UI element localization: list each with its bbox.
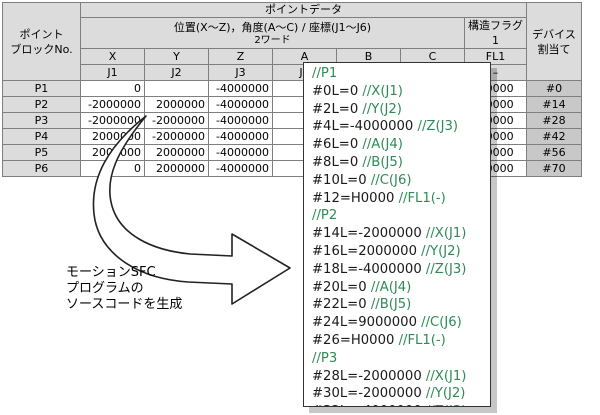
code-line: //P3 (312, 350, 490, 368)
code-statement: #16L=2000000 (312, 243, 422, 259)
code-line: #18L=-4000000 //Z(J3) (312, 261, 490, 279)
header-block-no: ポイントブロックNo. (2, 2, 81, 81)
code-comment: //X(J1) (425, 368, 467, 384)
row-label: P6 (2, 160, 81, 177)
code-comment: //FL1(-) (398, 332, 446, 348)
code-statement: #18L=-4000000 (312, 261, 426, 277)
code-comment: //Z(J3) (417, 119, 459, 135)
code-line: #14L=-2000000 //X(J1) (312, 225, 490, 243)
code-comment: //C(J6) (421, 315, 462, 331)
code-line: #32L=-4000000 //Z(J3) (312, 403, 490, 406)
code-comment: //Y(J2) (421, 243, 461, 259)
code-comment: //C(J6) (370, 172, 412, 188)
header-axis: C (400, 48, 465, 65)
code-statement: #12=H0000 (312, 190, 399, 206)
code-statement: //P1 (312, 66, 338, 81)
code-statement: #0L=0 (312, 83, 363, 99)
caption-line: プログラムの (66, 281, 144, 296)
code-line: #30L=-2000000 //Y(J2) (312, 385, 490, 403)
code-statement: //P2 (312, 208, 338, 224)
code-statement: #6L=0 (312, 137, 363, 153)
code-statement: #2L=0 (312, 101, 363, 117)
code-line: #6L=0 //A(J4) (312, 136, 490, 154)
code-comment: //X(J1) (425, 226, 467, 242)
code-line: //P2 (312, 207, 490, 225)
header-axis: X (80, 48, 145, 65)
code-comment: //Z(J3) (426, 404, 467, 406)
header-axis: J2 (144, 64, 209, 81)
code-comment: //A(J4) (362, 137, 403, 153)
cell-y: -2000000 (144, 112, 209, 129)
code-statement: #20L=0 (312, 279, 371, 295)
header-point-data: ポイントデータ (80, 2, 527, 18)
code-comment: //B(J5) (370, 297, 412, 313)
code-statement: //P3 (312, 350, 338, 366)
code-line: #12=H0000 //FL1(-) (312, 190, 490, 208)
code-line: #20L=0 //A(J4) (312, 279, 490, 297)
code-line: #10L=0 //C(J6) (312, 172, 490, 190)
code-statement: #8L=0 (312, 154, 363, 170)
code-statement: #10L=0 (312, 172, 371, 188)
cell-z: -4000000 (208, 80, 273, 97)
caption-line: ソースコードを生成 (66, 297, 183, 312)
code-comment: //Y(J2) (425, 386, 466, 402)
code-statement: #26=H0000 (312, 332, 399, 348)
cell-z: -4000000 (208, 128, 273, 145)
code-comment: //A(J4) (370, 279, 412, 295)
code-comment: //B(J5) (362, 154, 403, 170)
cell-device: #56 (526, 144, 582, 161)
code-statement: #32L=-4000000 (312, 404, 426, 406)
caption-line: モーションSFC (66, 265, 156, 280)
code-statement: #28L=-2000000 (312, 368, 426, 384)
row-label: P5 (2, 144, 81, 161)
code-line: #24L=9000000 //C(J6) (312, 314, 490, 332)
cell-z: -4000000 (208, 160, 273, 177)
code-statement: #30L=-2000000 (312, 386, 426, 402)
header-flag: FL1 (464, 48, 527, 65)
code-comment: //Z(J3) (425, 261, 467, 277)
code-line: #28L=-2000000 //X(J1) (312, 368, 490, 386)
code-statement: #24L=9000000 (312, 315, 422, 331)
header-axis: J1 (80, 64, 145, 81)
cell-device: #70 (526, 160, 582, 177)
code-comment: //Y(J2) (362, 101, 402, 117)
row-label: P3 (2, 112, 81, 129)
header-device: デバイス割当て (526, 2, 582, 81)
cell-y: 2000000 (144, 160, 209, 177)
code-line: //P1 (312, 65, 490, 83)
source-code-panel: //P1#0L=0 //X(J1)#2L=0 //Y(J2)#4L=-40000… (303, 62, 491, 407)
code-line: #26=H0000 //FL1(-) (312, 332, 490, 350)
cell-y: -2000000 (144, 128, 209, 145)
row-label: P1 (2, 80, 81, 97)
cell-z: -4000000 (208, 112, 273, 129)
code-line: #0L=0 //X(J1) (312, 83, 490, 101)
cell-z: -4000000 (208, 96, 273, 113)
cell-device: #28 (526, 112, 582, 129)
code-line: #2L=0 //Y(J2) (312, 101, 490, 119)
cell-device: #0 (526, 80, 582, 97)
code-statement: #4L=-4000000 (312, 119, 418, 135)
code-line: #16L=2000000 //Y(J2) (312, 243, 490, 261)
code-comment: //X(J1) (362, 83, 403, 99)
code-statement: #22L=0 (312, 297, 371, 313)
code-statement: #14L=-2000000 (312, 226, 426, 242)
header-position: 位置(X～Z)，角度(A～C) / 座標(J1～J6) 2ワード (80, 17, 465, 49)
cell-x: -2000000 (80, 112, 145, 129)
code-line: #22L=0 //B(J5) (312, 296, 490, 314)
code-line: #4L=-4000000 //Z(J3) (312, 118, 490, 136)
caption: モーションSFC プログラムの ソースコードを生成 (66, 265, 182, 313)
code-line: #8L=0 //B(J5) (312, 154, 490, 172)
cell-y: 2000000 (144, 96, 209, 113)
cell-z: -4000000 (208, 144, 273, 161)
code-comment: //FL1(-) (398, 190, 446, 206)
header-axis: Z (208, 48, 273, 65)
